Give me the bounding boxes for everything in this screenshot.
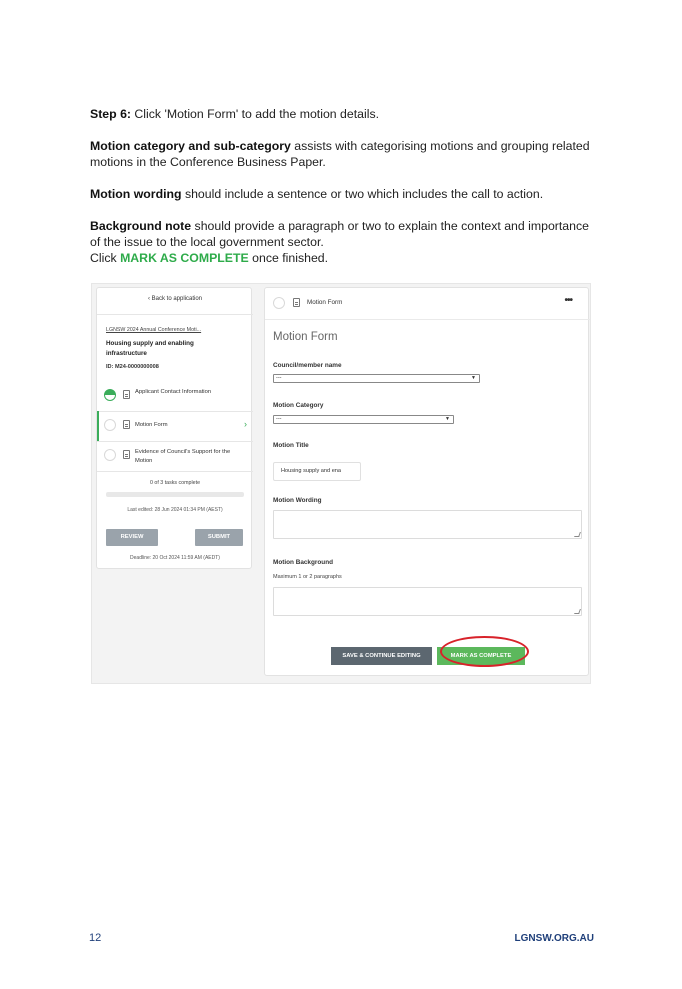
background-text: should provide a paragraph or two to exp… bbox=[90, 219, 589, 249]
motion-category-label: Motion Category bbox=[273, 402, 324, 409]
chevron-down-icon: ▼ bbox=[471, 375, 476, 381]
task-applicant-contact[interactable]: Applicant Contact Information bbox=[97, 381, 253, 411]
partial-status-icon bbox=[104, 389, 116, 401]
motion-title-label: Motion Title bbox=[273, 442, 309, 449]
tasks-complete-count: 0 of 3 tasks complete bbox=[149, 480, 201, 486]
form-heading: Motion Form bbox=[273, 331, 338, 343]
highlight-ring-annotation bbox=[440, 636, 529, 667]
step6-label: Step 6: bbox=[90, 107, 131, 121]
page-number: 12 bbox=[89, 932, 102, 944]
motion-form-panel: Motion Form ••• Motion Form Council/memb… bbox=[264, 287, 590, 676]
last-edited-timestamp: Last edited: 28 Jun 2024 01:34 PM (AEST) bbox=[127, 507, 223, 513]
category-label: Motion category and sub-category bbox=[90, 139, 291, 153]
category-paragraph: Motion category and sub-category assists… bbox=[90, 138, 590, 170]
background-paragraph: Background note should provide a paragra… bbox=[90, 218, 590, 266]
step6-paragraph: Step 6: Click 'Motion Form' to add the m… bbox=[90, 106, 590, 122]
instructions: Step 6: Click 'Motion Form' to add the m… bbox=[90, 106, 590, 282]
finish-suffix: once finished. bbox=[248, 251, 329, 265]
back-to-application-link[interactable]: ‹ Back to application bbox=[147, 296, 203, 302]
finish-prefix: Click bbox=[90, 251, 121, 265]
motion-title-input[interactable]: Housing supply and ena bbox=[273, 462, 361, 481]
motion-background-hint: Maximum 1 or 2 paragraphs bbox=[273, 574, 342, 580]
more-dots-icon[interactable]: ••• bbox=[564, 295, 572, 306]
document-icon bbox=[293, 298, 300, 307]
task-label: Evidence of Council's Support for the Mo… bbox=[135, 449, 231, 464]
upload-document-icon bbox=[123, 450, 130, 459]
task-progress-bar bbox=[106, 492, 244, 497]
divider bbox=[97, 471, 253, 472]
chevron-down-icon: ▼ bbox=[445, 416, 450, 422]
empty-status-icon bbox=[104, 449, 116, 461]
motion-category-value: --- bbox=[276, 416, 282, 422]
divider bbox=[97, 411, 253, 412]
step6-text: Click 'Motion Form' to add the motion de… bbox=[131, 107, 380, 121]
motion-wording-label: Motion Wording bbox=[273, 497, 322, 504]
background-label: Background note bbox=[90, 219, 192, 233]
resize-grip-icon[interactable] bbox=[574, 609, 581, 614]
empty-status-icon bbox=[104, 419, 116, 431]
divider bbox=[97, 314, 253, 315]
finish-highlight: MARK AS COMPLETE bbox=[120, 251, 249, 265]
divider bbox=[97, 441, 253, 442]
task-motion-form[interactable]: Motion Form › bbox=[97, 411, 253, 441]
application-sidebar: ‹ Back to application LGNSW 2024 Annual … bbox=[96, 287, 253, 569]
save-continue-button[interactable]: SAVE & CONTINUE EDITING bbox=[331, 647, 432, 665]
application-id: ID: M24-0000000008 bbox=[106, 364, 159, 370]
motion-category-select[interactable]: --- ▼ bbox=[273, 415, 454, 424]
wording-paragraph: Motion wording should include a sentence… bbox=[90, 186, 590, 202]
document-icon bbox=[123, 420, 130, 429]
empty-status-icon bbox=[273, 297, 285, 309]
task-label: Motion Form bbox=[135, 422, 168, 428]
task-evidence-support[interactable]: Evidence of Council's Support for the Mo… bbox=[97, 441, 253, 471]
submit-button[interactable]: SUBMIT bbox=[195, 529, 243, 546]
council-name-value: --- bbox=[276, 375, 282, 381]
resize-grip-icon[interactable] bbox=[574, 532, 581, 537]
motion-background-textarea[interactable] bbox=[273, 587, 582, 616]
council-name-select[interactable]: --- ▼ bbox=[273, 374, 480, 383]
document-icon bbox=[123, 390, 130, 399]
site-url[interactable]: LGNSW.ORG.AU bbox=[514, 933, 594, 944]
motion-wording-textarea[interactable] bbox=[273, 510, 582, 539]
council-name-label: Council/member name bbox=[273, 362, 342, 369]
wording-text: should include a sentence or two which i… bbox=[181, 187, 544, 201]
application-link[interactable]: LGNSW 2024 Annual Conference Moti... bbox=[106, 327, 202, 333]
embedded-screenshot: ‹ Back to application LGNSW 2024 Annual … bbox=[91, 283, 591, 684]
motion-background-label: Motion Background bbox=[273, 559, 333, 566]
form-header-title: Motion Form bbox=[307, 299, 343, 306]
task-label: Applicant Contact Information bbox=[135, 389, 212, 395]
chevron-right-icon: › bbox=[244, 419, 247, 429]
category-text: assists with categorising motions and gr… bbox=[90, 139, 590, 169]
wording-label: Motion wording bbox=[90, 187, 182, 201]
application-title: Housing supply and enabling infrastructu… bbox=[106, 340, 194, 357]
form-header: Motion Form ••• bbox=[265, 288, 590, 320]
deadline-text: Deadline: 20 Oct 2024 11:59 AM (AEDT) bbox=[130, 555, 220, 561]
review-button[interactable]: REVIEW bbox=[106, 529, 158, 546]
